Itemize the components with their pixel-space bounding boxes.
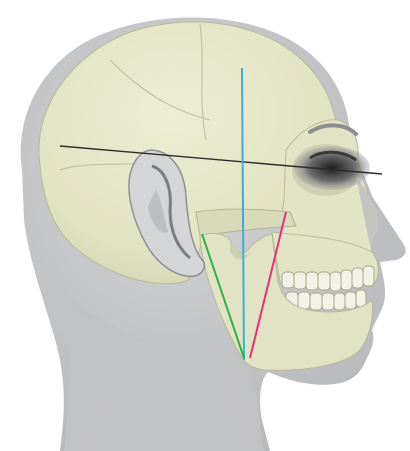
anatomy-figure — [0, 0, 410, 451]
head-skull-illustration — [0, 0, 410, 451]
